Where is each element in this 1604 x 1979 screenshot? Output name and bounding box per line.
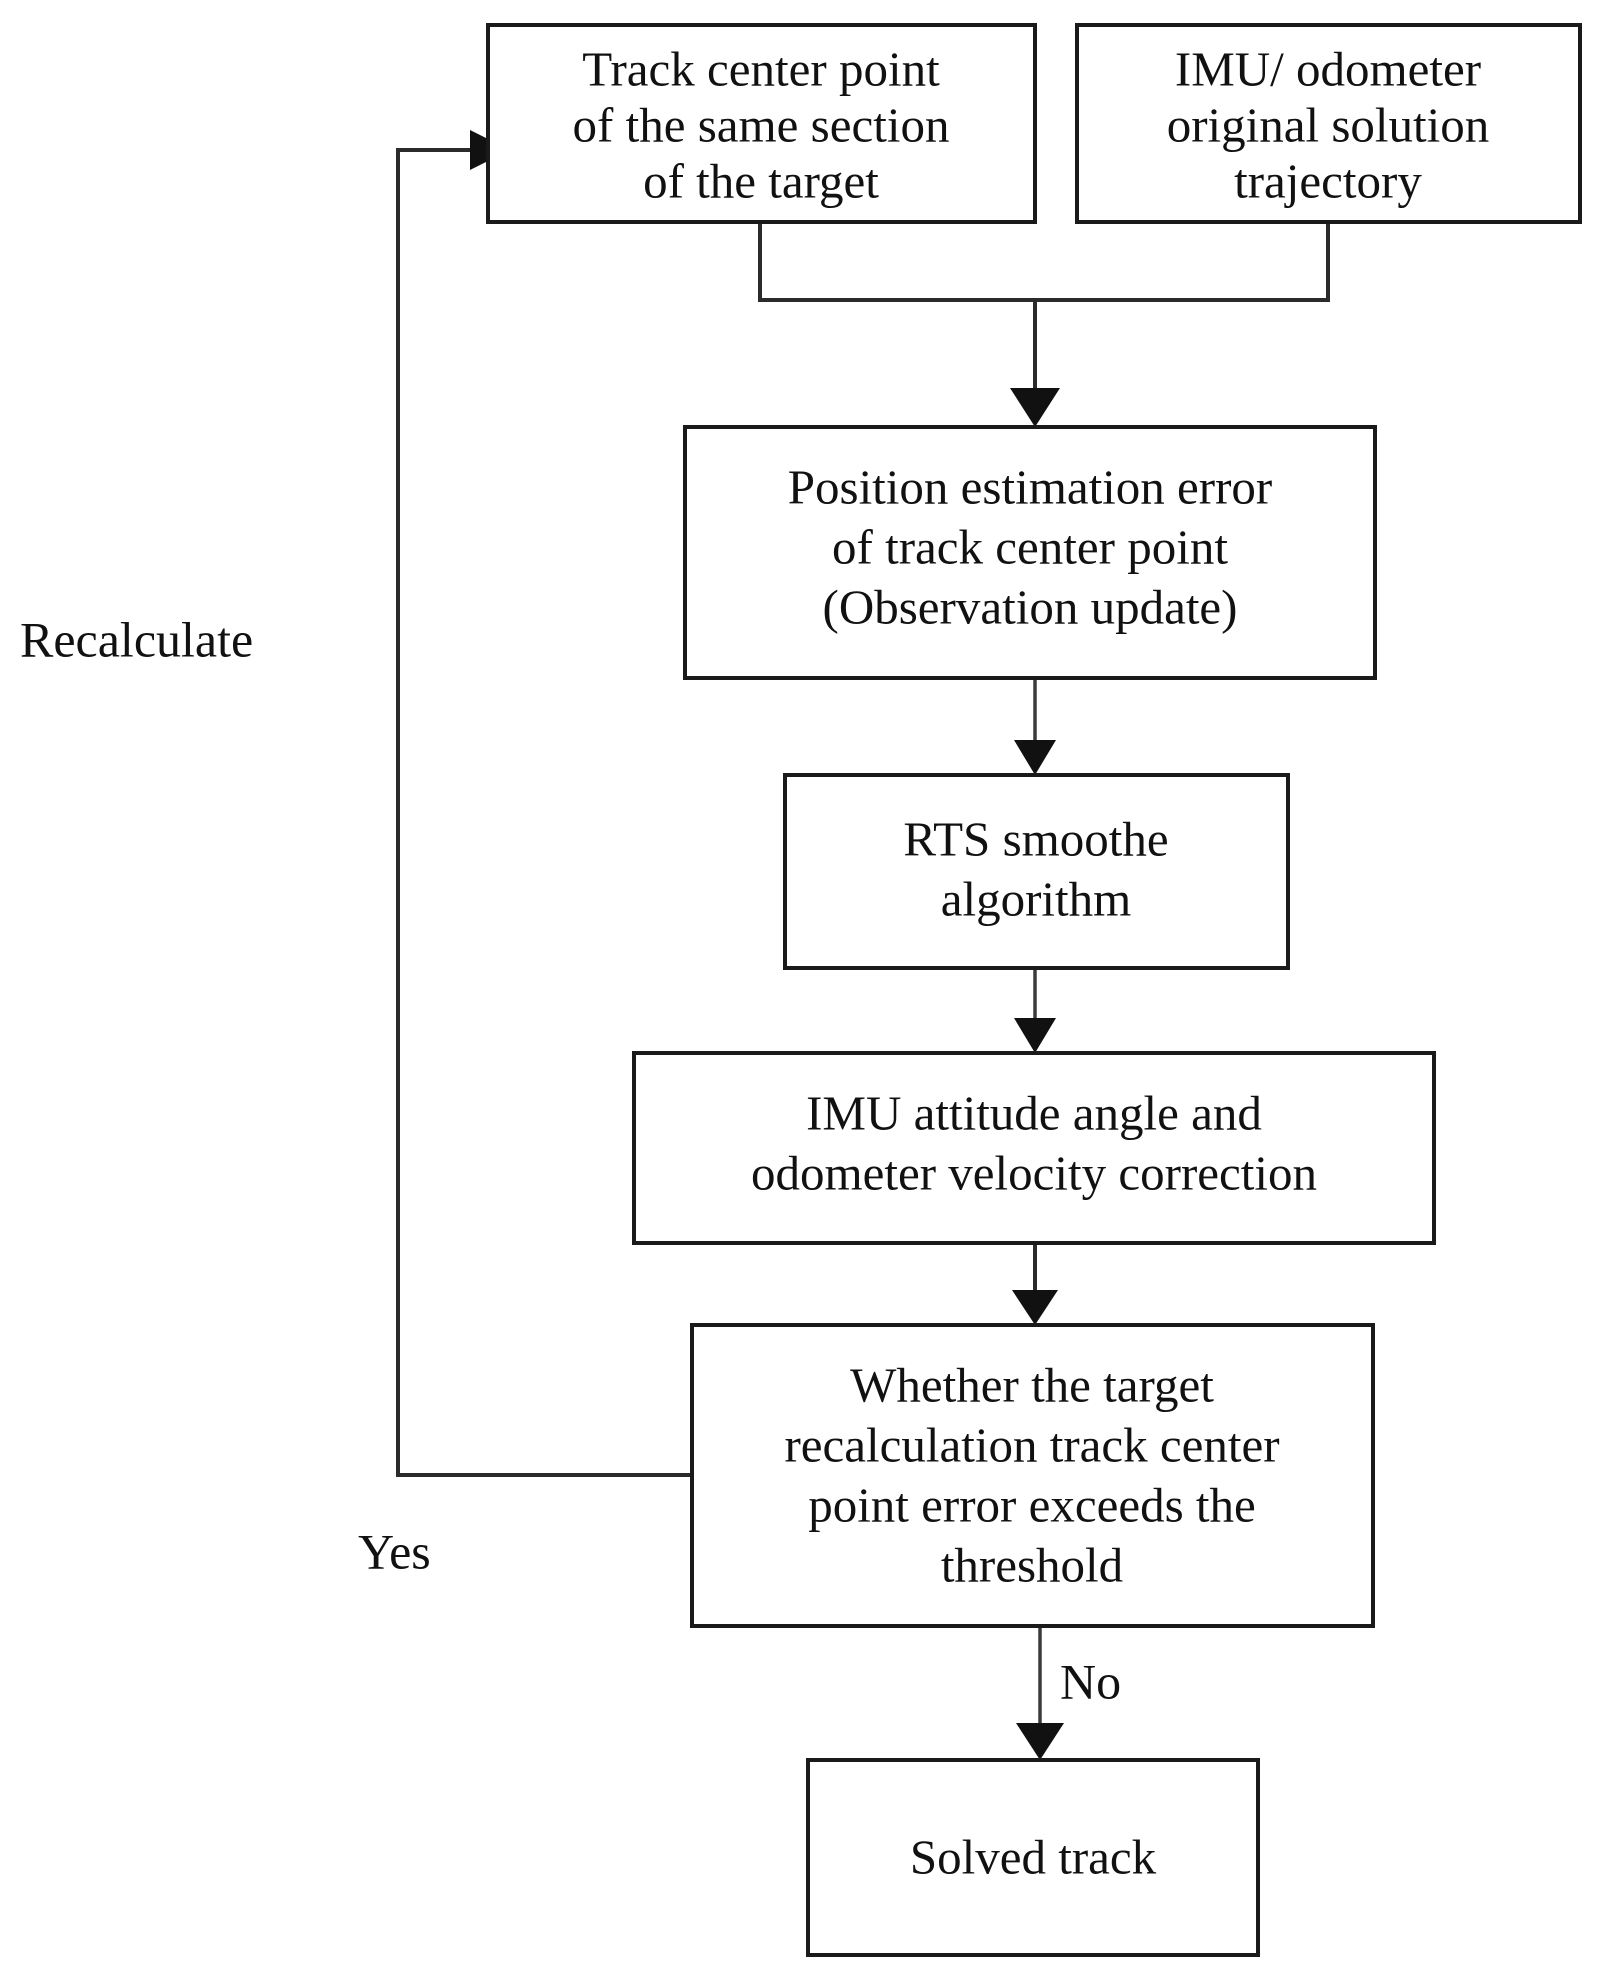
node-imu-correction-line-2: odometer velocity correction xyxy=(751,1145,1317,1200)
edge-merge-arrowhead xyxy=(1010,388,1060,427)
node-threshold-decision-line-3: point error exceeds the xyxy=(808,1477,1256,1532)
edge-rts-to-imu xyxy=(1014,968,1056,1053)
node-rts-smoothe[interactable]: RTS smoothe algorithm xyxy=(783,773,1290,970)
node-threshold-decision-box[interactable] xyxy=(690,1323,1375,1628)
edge-imu-decision-arrowhead xyxy=(1012,1290,1058,1325)
edge-position-rts-arrowhead xyxy=(1014,740,1056,775)
node-threshold-decision-line-2: recalculation track center xyxy=(784,1417,1279,1472)
node-track-center-point-line-3: of the target xyxy=(643,153,879,208)
edge-recalculate-feedback xyxy=(396,130,692,1477)
node-position-error-box[interactable] xyxy=(683,425,1377,680)
node-threshold-decision-line-1: Whether the target xyxy=(850,1357,1214,1412)
node-imu-correction-box[interactable] xyxy=(632,1051,1436,1245)
edge-rts-imu-arrowhead xyxy=(1014,1018,1056,1053)
node-imu-odometer-line-2: original solution xyxy=(1167,97,1490,152)
node-threshold-decision-line-4: threshold xyxy=(941,1537,1123,1592)
node-solved-track-box[interactable] xyxy=(806,1758,1260,1957)
edge-decision-to-solved xyxy=(1016,1626,1064,1760)
node-rts-smoothe-box[interactable] xyxy=(783,773,1290,970)
node-rts-smoothe-line-1: RTS smoothe xyxy=(903,811,1168,866)
node-track-center-point[interactable]: Track center point of the same section o… xyxy=(486,23,1037,224)
node-position-error-line-2: of track center point xyxy=(832,519,1228,574)
node-imu-correction-line-1: IMU attitude angle and xyxy=(806,1085,1262,1140)
node-imu-odometer[interactable]: IMU/ odometer original solution trajecto… xyxy=(1075,23,1582,224)
edge-merge-to-position xyxy=(758,222,1330,427)
node-solved-track-label: Solved track xyxy=(910,1829,1157,1884)
edge-position-to-rts xyxy=(1014,678,1056,775)
edge-label-no: No xyxy=(1060,1653,1121,1709)
node-track-center-point-line-1: Track center point xyxy=(582,41,940,96)
edge-merge-bus xyxy=(758,222,1330,302)
edge-label-yes: Yes xyxy=(358,1523,431,1579)
edge-decision-solved-arrowhead xyxy=(1016,1723,1064,1760)
edge-label-recalculate: Recalculate xyxy=(20,611,253,667)
node-imu-odometer-box[interactable] xyxy=(1075,23,1582,224)
node-imu-odometer-line-1: IMU/ odometer xyxy=(1175,41,1481,96)
node-position-error-line-3: (Observation update) xyxy=(823,579,1238,634)
node-position-error-line-1: Position estimation error xyxy=(788,459,1273,514)
node-imu-correction[interactable]: IMU attitude angle and odometer velocity… xyxy=(632,1051,1436,1245)
edge-imu-to-decision xyxy=(1012,1243,1058,1325)
node-imu-odometer-line-3: trajectory xyxy=(1234,153,1422,208)
node-threshold-decision[interactable]: Whether the target recalculation track c… xyxy=(690,1323,1375,1628)
node-rts-smoothe-line-2: algorithm xyxy=(941,871,1132,926)
node-position-error[interactable]: Position estimation error of track cente… xyxy=(683,425,1377,680)
node-track-center-point-line-2: of the same section xyxy=(573,97,950,152)
edge-recalculate-path xyxy=(396,148,692,1477)
node-solved-track[interactable]: Solved track xyxy=(806,1758,1260,1957)
node-track-center-point-box[interactable] xyxy=(486,23,1037,224)
